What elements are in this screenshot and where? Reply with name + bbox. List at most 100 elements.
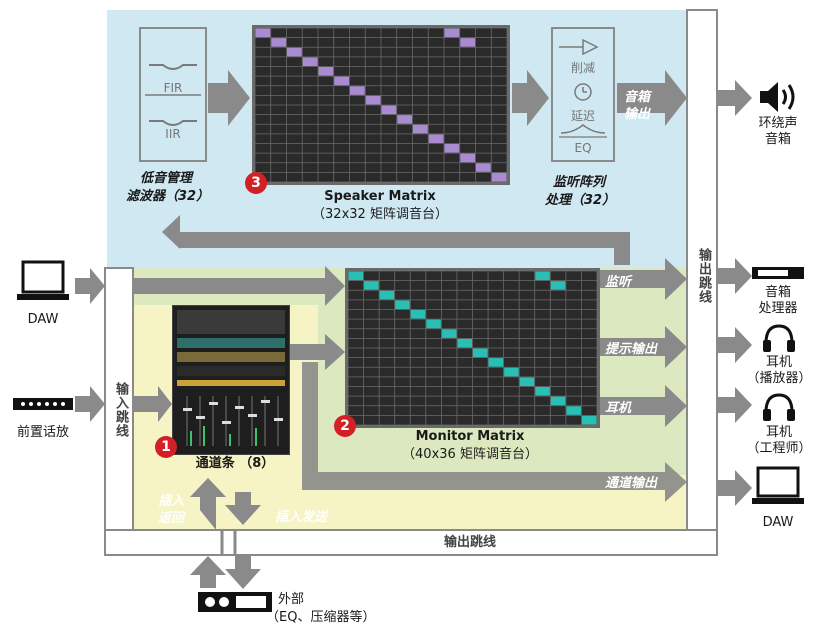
dest-hp-player-label-1: 耳机: [765, 355, 792, 370]
delay-label: 延迟: [570, 109, 595, 123]
trim-label: 削减: [570, 61, 595, 75]
speaker-out-label-2: 输出: [624, 107, 651, 122]
matrix-cells: [255, 28, 507, 182]
monitor-proc-label-2: 处理（32）: [545, 193, 616, 208]
channel-strip-label: 通道条 （8）: [195, 456, 275, 471]
channel-strip-panel: [172, 305, 290, 455]
speaker-matrix-title: Speaker Matrix: [324, 189, 436, 204]
output-label-channel-out: 通道输出: [605, 476, 658, 491]
matrix-cell-on: [255, 28, 271, 38]
fir-label: FIR: [163, 81, 183, 95]
matrix-cell-on: [491, 172, 507, 182]
dest-hp-engineer-label-2: （工程师）: [746, 441, 812, 456]
input-patch-label: 输入跳线: [113, 382, 128, 438]
matrix-cell-on: [566, 406, 581, 415]
matrix-cell-on: [428, 134, 444, 143]
matrix-cell-on: [460, 38, 475, 47]
matrix-cell-on: [379, 290, 395, 300]
external-label-2: （EQ、压缩器等）: [266, 610, 376, 625]
matrix-cell-on: [364, 281, 379, 290]
matrix-cell-on: [318, 67, 334, 76]
dest-hp-engineer-label-1: 耳机: [765, 425, 792, 440]
matrix-cell-on: [460, 153, 475, 163]
speaker-matrix-subtitle: （32x32 矩阵调音台）: [312, 207, 448, 222]
insert-return-label-2: 返回: [158, 511, 185, 526]
matrix-cell-on: [535, 387, 550, 396]
matrix-cell-on: [473, 348, 488, 358]
matrix-cell-on: [504, 367, 519, 377]
bass-management-box: FIR IIR: [139, 27, 207, 162]
dest-surround-label-1: 环绕声: [758, 116, 798, 131]
matrix-cell-on: [457, 338, 472, 348]
matrix-cell-on: [302, 57, 318, 66]
insert-send-label: 插入发送: [275, 510, 328, 525]
monitor-proc-label-1: 监听阵列: [553, 175, 606, 190]
matrix-cell-on: [550, 396, 566, 406]
matrix-cell-on: [287, 47, 302, 57]
output-patch-label-right: 输出跳线: [696, 248, 711, 304]
speaker-matrix-grid: [252, 25, 510, 185]
matrix-cell-on: [444, 28, 460, 38]
output-label-monitor: 监听: [605, 275, 632, 290]
matrix-cell-on: [535, 271, 550, 281]
speaker-out-label-1: 音箱: [624, 90, 651, 105]
matrix-cell-on: [519, 377, 535, 386]
external-processor-icon: [198, 592, 272, 612]
output-label-headphone: 耳机: [605, 401, 632, 416]
matrix-cell-on: [334, 76, 349, 86]
source-preamp-label: 前置话放: [16, 425, 69, 440]
matrix-cell-on: [413, 124, 428, 134]
output-patch-bottom: [104, 529, 718, 556]
output-patch-label-bottom: 输出跳线: [443, 535, 496, 550]
eq-label: EQ: [574, 141, 592, 155]
matrix-cell-on: [476, 163, 491, 172]
laptop-icon: [17, 260, 69, 300]
headphones-icon: [763, 324, 795, 352]
output-patch-bar: [686, 9, 718, 556]
matrix-cell-on: [271, 38, 286, 47]
monitor-matrix-badge: 2: [334, 415, 356, 437]
preamp-icon: [13, 398, 73, 410]
bass-mgmt-label-1: 低音管理: [140, 171, 193, 186]
mixer-faders-icon: [177, 310, 285, 446]
monitor-matrix-grid: [345, 268, 600, 428]
source-daw-label: DAW: [27, 312, 59, 327]
external-label-1: 外部: [278, 592, 305, 607]
matrix-cells: [348, 271, 597, 425]
matrix-cell-on: [397, 115, 412, 124]
rack-processor-icon: [752, 267, 804, 279]
matrix-cell-on: [581, 415, 597, 425]
laptop-icon: [752, 466, 804, 504]
monitor-matrix-subtitle: （40x36 矩阵调音台）: [402, 447, 538, 462]
matrix-cell-on: [348, 271, 364, 281]
dest-surround-label-2: 音箱: [764, 132, 791, 147]
monitor-matrix-title: Monitor Matrix: [415, 429, 525, 444]
matrix-cell-on: [365, 95, 381, 105]
insert-return-label-1: 插入: [158, 494, 185, 509]
dest-spk-proc-label-1: 音箱: [764, 285, 791, 300]
monitor-proc-box: 削减 延迟 EQ: [551, 27, 615, 162]
trim-icon: [559, 38, 607, 138]
speaker-matrix-badge: 3: [245, 172, 267, 194]
matrix-cell-on: [426, 319, 441, 329]
input-patch-bar: [104, 267, 134, 556]
matrix-cell-on: [395, 300, 410, 309]
channel-strip-badge: 1: [155, 436, 177, 458]
speaker-icon: [760, 82, 795, 112]
matrix-cell-on: [550, 281, 566, 290]
dest-spk-proc-label-2: 处理器: [758, 301, 798, 316]
matrix-cell-on: [441, 329, 457, 338]
matrix-cell-on: [488, 358, 504, 367]
headphones-icon: [763, 393, 795, 421]
dest-daw-label: DAW: [762, 515, 794, 530]
matrix-cell-on: [444, 144, 460, 153]
iir-label: IIR: [165, 127, 181, 141]
bass-mgmt-label-2: 滤波器（32）: [126, 189, 210, 204]
filter-curve-icon: [145, 64, 201, 126]
dest-hp-player-label-2: （播放器）: [746, 371, 812, 386]
matrix-cell-on: [410, 310, 426, 319]
matrix-cell-on: [381, 105, 397, 115]
matrix-cell-on: [350, 86, 365, 95]
output-label-cue: 提示输出: [605, 342, 658, 357]
